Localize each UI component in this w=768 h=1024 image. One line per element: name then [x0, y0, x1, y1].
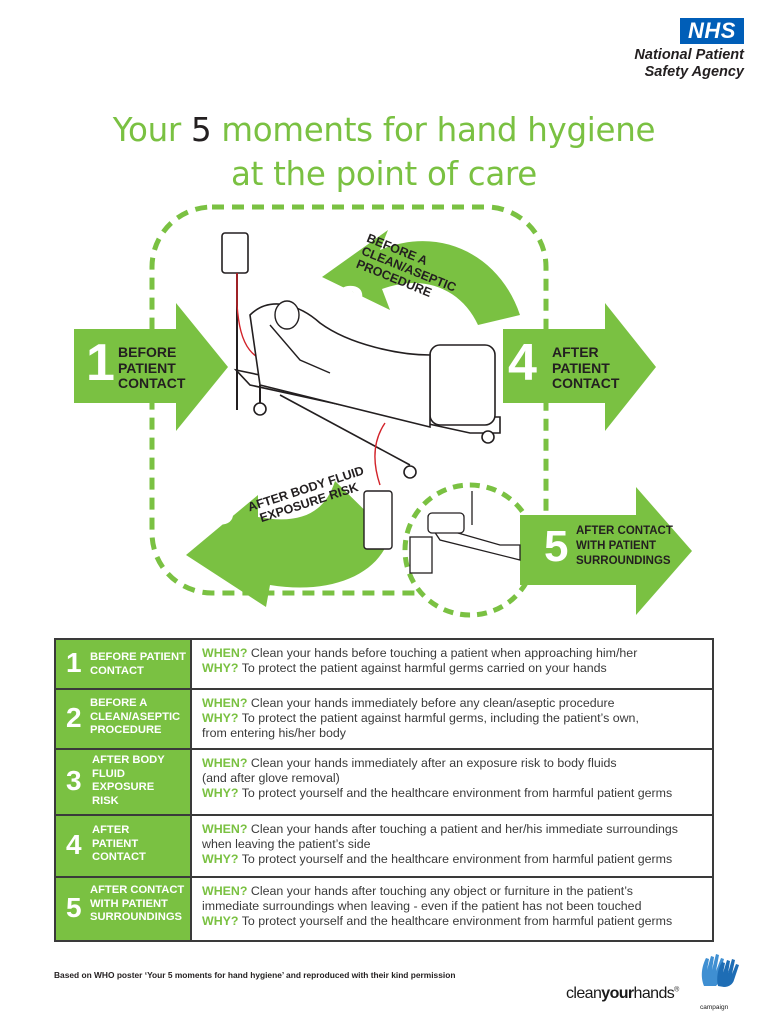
- title-text-a: Your: [112, 111, 191, 149]
- agency-line-1: National Patient: [634, 47, 744, 63]
- table-row: 4 AFTER PATIENT CONTACT WHEN? Clean your…: [56, 816, 712, 876]
- agency-name: National Patient Safety Agency: [634, 47, 744, 81]
- title-text-b: moments for hand hygiene: [211, 111, 656, 149]
- row-label: AFTER PATIENT CONTACT: [92, 824, 146, 863]
- agency-line-2: Safety Agency: [644, 64, 744, 80]
- page-title: Your 5 moments for hand hygiene at the p…: [0, 108, 768, 196]
- moment-3-number: 3: [206, 478, 235, 536]
- moment-4-number: 4: [508, 334, 537, 392]
- row-5-heading: 5 AFTER CONTACT WITH PATIENT SURROUNDING…: [56, 878, 190, 940]
- row-number: 3: [66, 765, 82, 796]
- arrow-2: [322, 230, 520, 325]
- moment-5-number: 5: [544, 522, 569, 571]
- row-1-details: WHEN? Clean your hands before touching a…: [192, 640, 712, 688]
- row-3-heading: 3 AFTER BODY FLUID EXPOSURE RISK: [56, 750, 190, 814]
- moment-5-label: AFTER CONTACT WITH PATIENT SURROUNDINGS: [576, 525, 673, 567]
- moment-4-label: AFTER PATIENT CONTACT: [552, 344, 620, 391]
- row-3-details: WHEN? Clean your hands immediately after…: [192, 750, 712, 814]
- table-row: 3 AFTER BODY FLUID EXPOSURE RISK WHEN? C…: [56, 750, 712, 814]
- illustration-graphic: [74, 204, 692, 618]
- arrow-1: [74, 303, 228, 431]
- row-4-details: WHEN? Clean your hands after touching a …: [192, 816, 712, 876]
- row-label: AFTER BODY FLUID EXPOSURE RISK: [92, 754, 165, 807]
- table-row: 2 BEFORE A CLEAN/ASEPTIC PROCEDURE WHEN?…: [56, 690, 712, 748]
- table-row: 1 BEFORE PATIENT CONTACT WHEN? Clean you…: [56, 640, 712, 688]
- title-number: 5: [191, 111, 212, 149]
- row-4-heading: 4 AFTER PATIENT CONTACT: [56, 816, 190, 876]
- moment-1-number: 1: [86, 334, 115, 392]
- title-line-2: at the point of care: [231, 155, 537, 193]
- arrow-3: [186, 481, 390, 607]
- moments-table: 1 BEFORE PATIENT CONTACT WHEN? Clean you…: [54, 638, 714, 942]
- moment-1-label: BEFORE PATIENT CONTACT: [118, 344, 186, 391]
- nhs-logo: NHS: [680, 18, 744, 44]
- row-2-heading: 2 BEFORE A CLEAN/ASEPTIC PROCEDURE: [56, 690, 190, 748]
- cleanyourhands-logo: cleanyourhands®: [566, 985, 679, 1002]
- hands-logo-icon: [701, 954, 739, 987]
- row-number: 4: [66, 829, 82, 860]
- campaign-label: campaign: [700, 1004, 729, 1011]
- table-row: 5 AFTER CONTACT WITH PATIENT SURROUNDING…: [56, 878, 712, 940]
- row-label: BEFORE A CLEAN/ASEPTIC PROCEDURE: [90, 697, 181, 736]
- row-1-heading: 1 BEFORE PATIENT CONTACT: [56, 640, 190, 688]
- row-5-details: WHEN? Clean your hands after touching an…: [192, 878, 712, 940]
- row-label: BEFORE PATIENT CONTACT: [90, 651, 186, 677]
- row-number: 2: [66, 702, 82, 733]
- arrow-5: [520, 487, 692, 615]
- title-line-1: Your 5 moments for hand hygiene: [0, 108, 768, 152]
- arrow-4: [503, 303, 656, 431]
- row-number: 5: [66, 892, 82, 923]
- footnote: Based on WHO poster ‘Your 5 moments for …: [54, 970, 456, 980]
- row-number: 1: [66, 647, 82, 678]
- moment-2-number: 2: [336, 276, 365, 334]
- row-label: AFTER CONTACT WITH PATIENT SURROUNDINGS: [90, 884, 185, 923]
- five-moments-illustration: 1 BEFORE PATIENT CONTACT 2 BEFORE A CLEA…: [0, 195, 768, 625]
- row-2-details: WHEN? Clean your hands immediately befor…: [192, 690, 712, 748]
